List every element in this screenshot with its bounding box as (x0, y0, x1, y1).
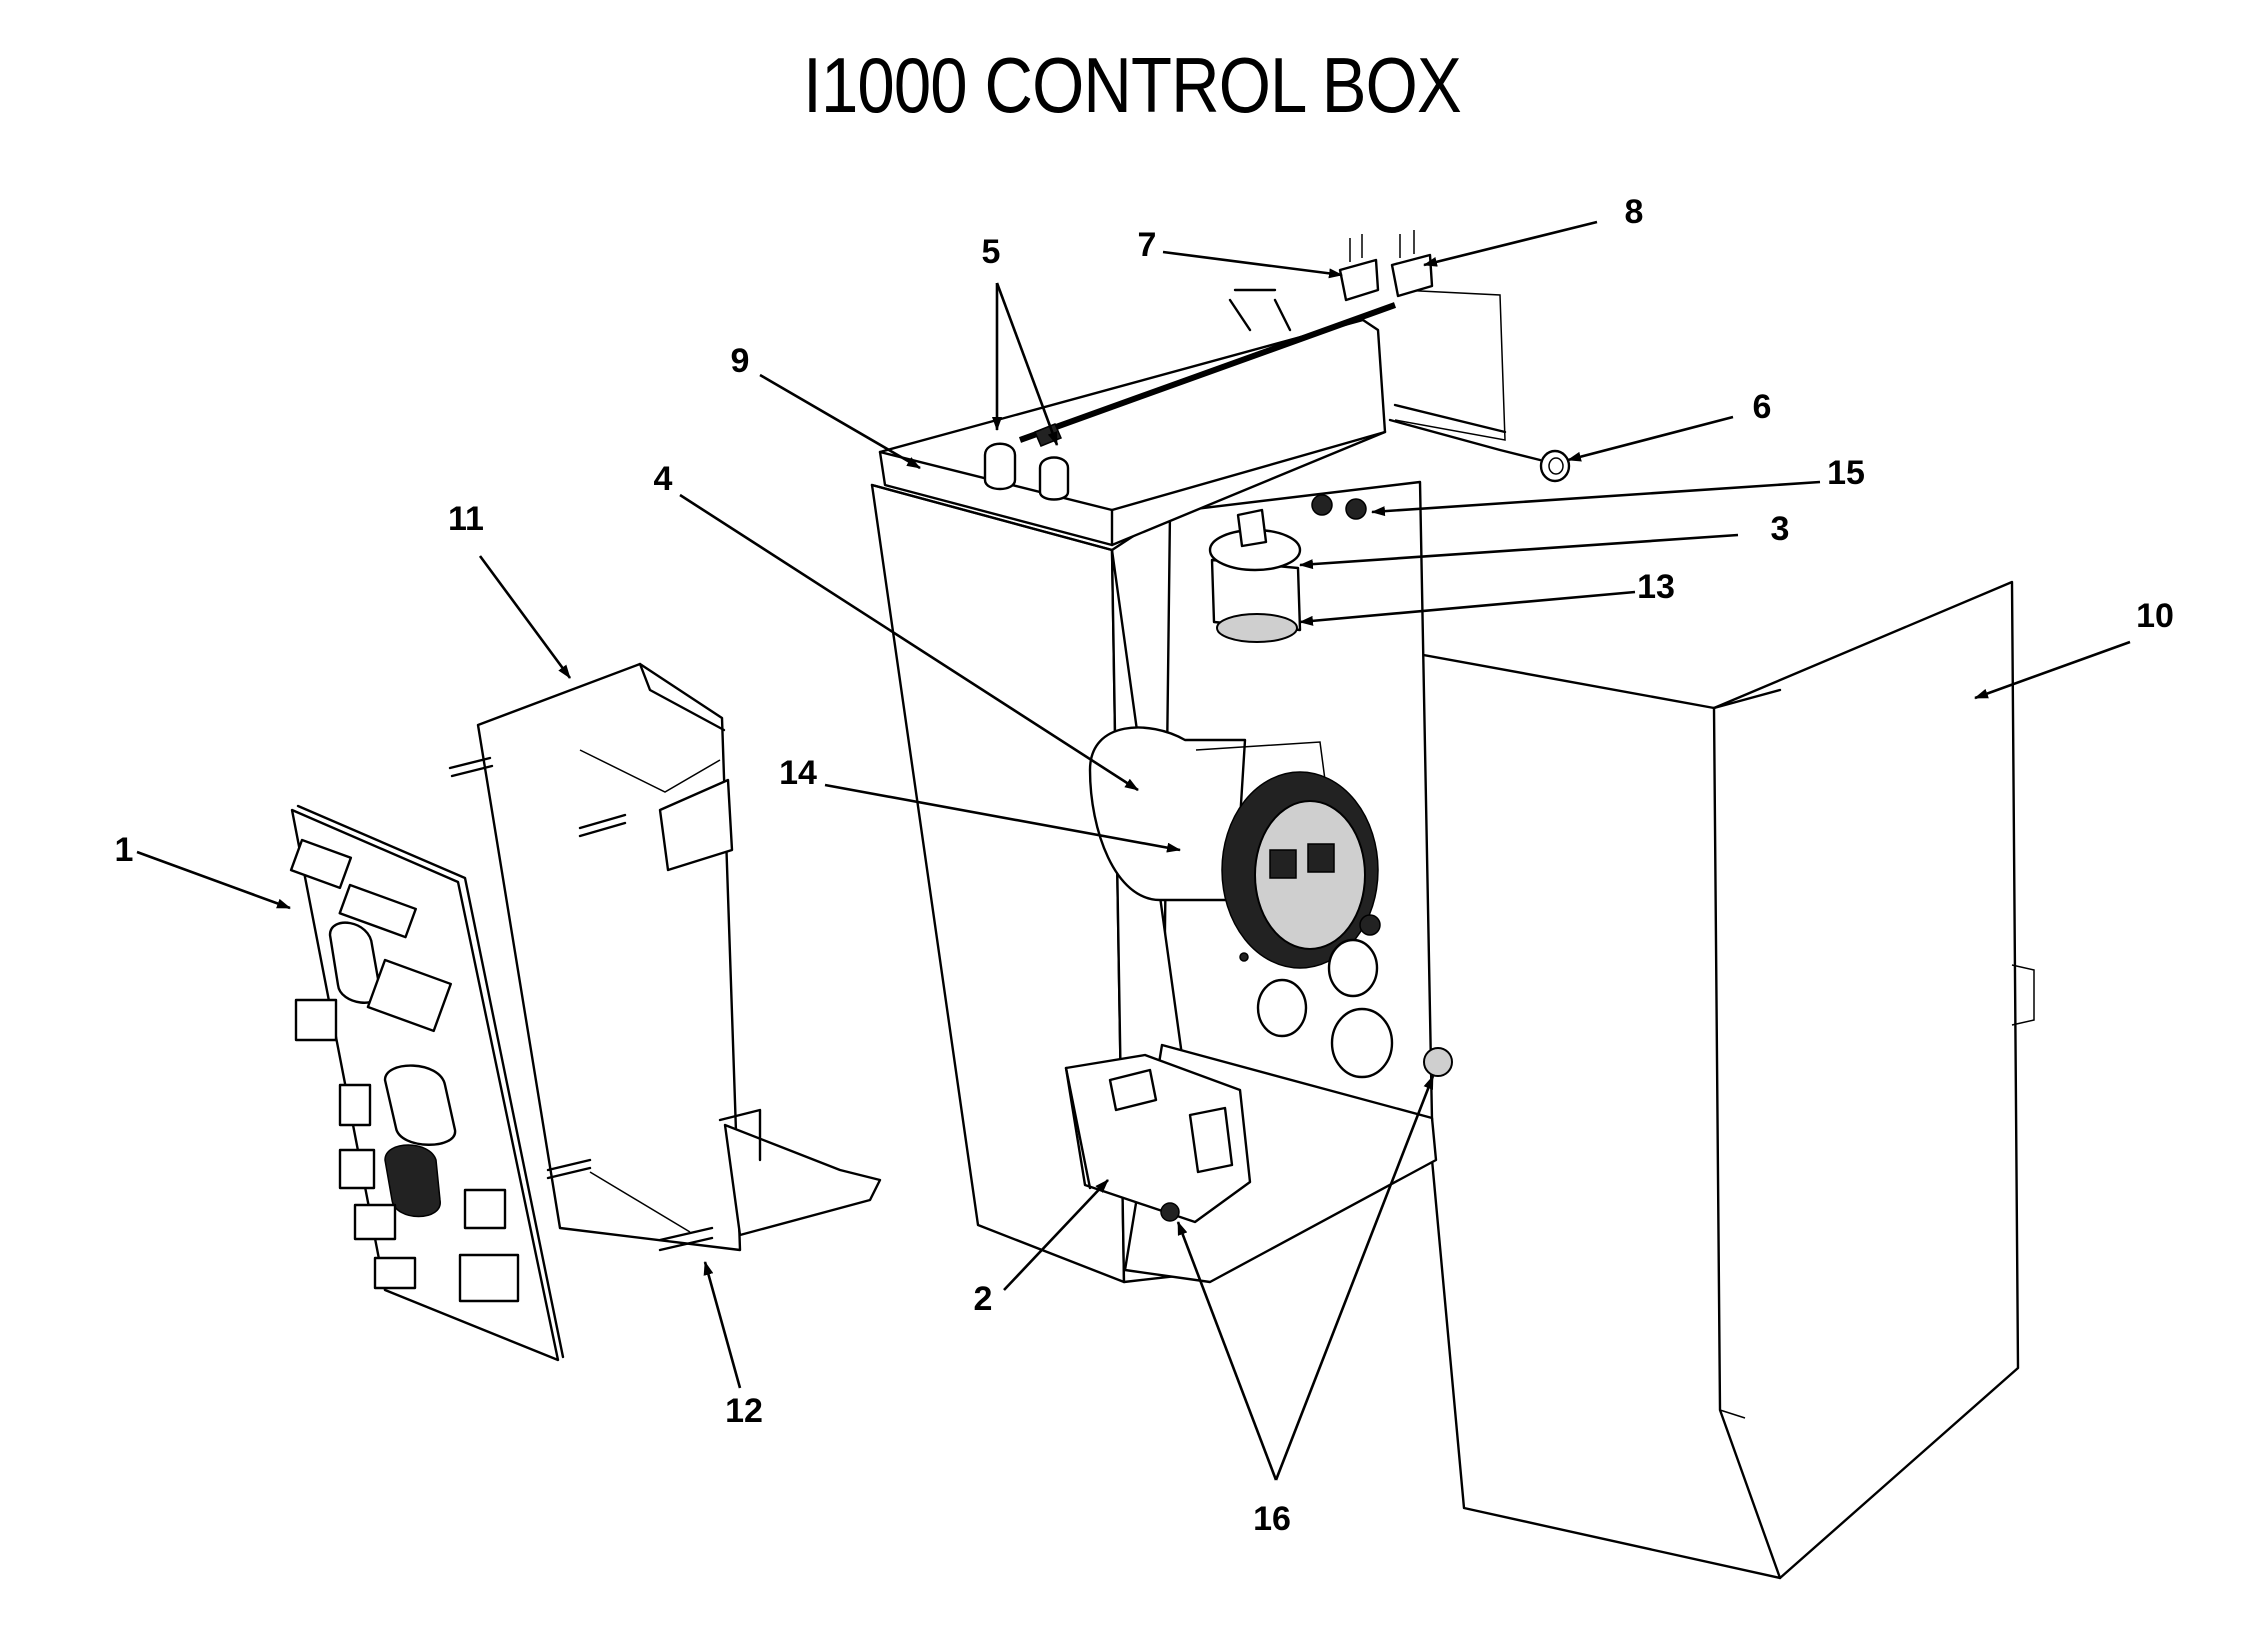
leader-6 (1567, 415, 1734, 462)
callout-13: 13 (1637, 568, 1675, 606)
outer-cover-part (1383, 580, 2035, 1580)
leader-5b (995, 282, 1059, 446)
callout-1: 1 (115, 831, 134, 869)
leader-16b (1274, 1075, 1435, 1481)
leader-9 (759, 373, 921, 470)
callout-9: 9 (731, 342, 750, 380)
terminal-block-part (1064, 1053, 1252, 1224)
leader-7 (1162, 250, 1343, 279)
diagram-title: I1000 CONTROL BOX (803, 41, 1462, 129)
leader-15 (1371, 480, 1821, 517)
leader-4 (679, 493, 1139, 792)
leader-12 (703, 1261, 742, 1389)
leader-16a (1176, 1221, 1278, 1481)
callout-2: 2 (974, 1280, 993, 1318)
leader-8 (1423, 220, 1598, 267)
callout-4: 4 (654, 460, 673, 498)
terminal-pair-part (983, 423, 1070, 501)
screws-part (1423, 1047, 1453, 1077)
hex-nuts-part (1311, 494, 1367, 520)
callout-14: 14 (779, 754, 817, 792)
standoffs-part (448, 756, 714, 1252)
start-capacitor-part (1088, 726, 1379, 969)
callout-6: 6 (1753, 388, 1772, 426)
callout-8: 8 (1625, 193, 1644, 231)
callout-12: 12 (725, 1392, 763, 1430)
chassis-knockouts (1239, 914, 1394, 1079)
callout-7: 7 (1138, 226, 1157, 264)
callout-3: 3 (1771, 510, 1790, 548)
pcb-bracket-part (476, 662, 882, 1252)
control-board-part (289, 804, 565, 1362)
capacitor-part (1208, 508, 1302, 643)
leader-13 (1299, 590, 1636, 626)
leader-2 (1003, 1179, 1109, 1291)
callout-16: 16 (1253, 1500, 1291, 1538)
leader-1 (136, 850, 291, 910)
callout-5: 5 (982, 233, 1001, 271)
leader-lines (136, 220, 2131, 1481)
leader-10 (1974, 640, 2131, 700)
top-connectors-part (1338, 230, 1434, 302)
callout-labels: 1 2 3 4 5 6 7 8 9 10 11 12 13 14 15 16 (115, 193, 2174, 1538)
terminal-rod-part (1018, 289, 1542, 462)
leader-3 (1299, 533, 1739, 570)
leader-11 (478, 555, 572, 679)
leader-14 (824, 783, 1181, 853)
control-box-chassis-part (870, 288, 1438, 1284)
callout-10: 10 (2136, 597, 2174, 635)
callout-11: 11 (448, 500, 484, 538)
callout-15: 15 (1827, 454, 1865, 492)
fitting-part (1539, 449, 1571, 483)
